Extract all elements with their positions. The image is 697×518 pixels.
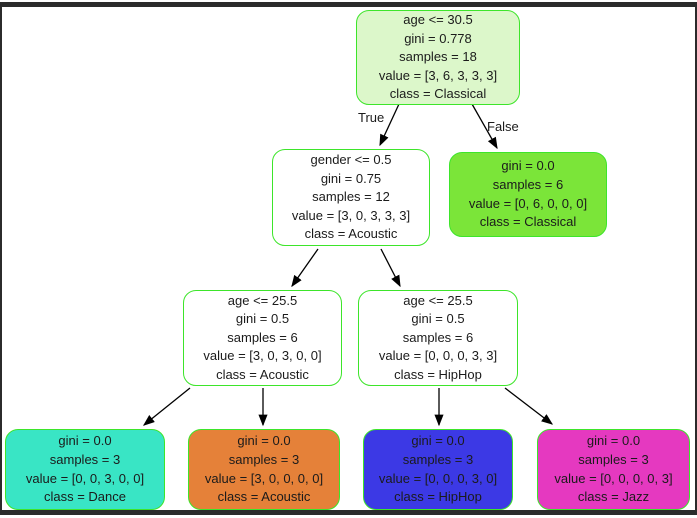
edge-hiphopsplit-jazz [504,387,554,425]
tree-node-classical-leaf: gini = 0.0 samples = 6 value = [0, 6, 0,… [449,152,607,237]
tree-node-hiphop-leaf: gini = 0.0 samples = 3 value = [0, 0, 0,… [363,429,513,510]
frame-border-top [0,2,697,7]
tree-node-jazz-leaf: gini = 0.0 samples = 3 value = [0, 0, 0,… [537,429,690,510]
edge-root-true [379,103,400,147]
edge-label-true: True [358,110,385,125]
tree-node-dance-leaf: gini = 0.0 samples = 3 value = [0, 0, 3,… [5,429,165,510]
tree-node-hiphop-split: age <= 25.5 gini = 0.5 samples = 6 value… [358,290,518,386]
frame-border-bottom [0,510,697,515]
edge-acousticsplit-dance [142,387,191,426]
edge-root-false [471,103,498,150]
frame-border-left [0,2,2,515]
tree-node-root: age <= 30.5 gini = 0.778 samples = 18 va… [356,10,520,105]
edge-gender-right [380,248,401,288]
tree-node-acoustic-leaf: gini = 0.0 samples = 3 value = [3, 0, 0,… [188,429,340,510]
edge-gender-left [291,248,319,288]
edge-label-false: False [487,119,519,134]
tree-node-acoustic-split: age <= 25.5 gini = 0.5 samples = 6 value… [183,290,342,386]
tree-node-gender-split: gender <= 0.5 gini = 0.75 samples = 12 v… [272,149,430,246]
frame-border-right [695,2,697,515]
